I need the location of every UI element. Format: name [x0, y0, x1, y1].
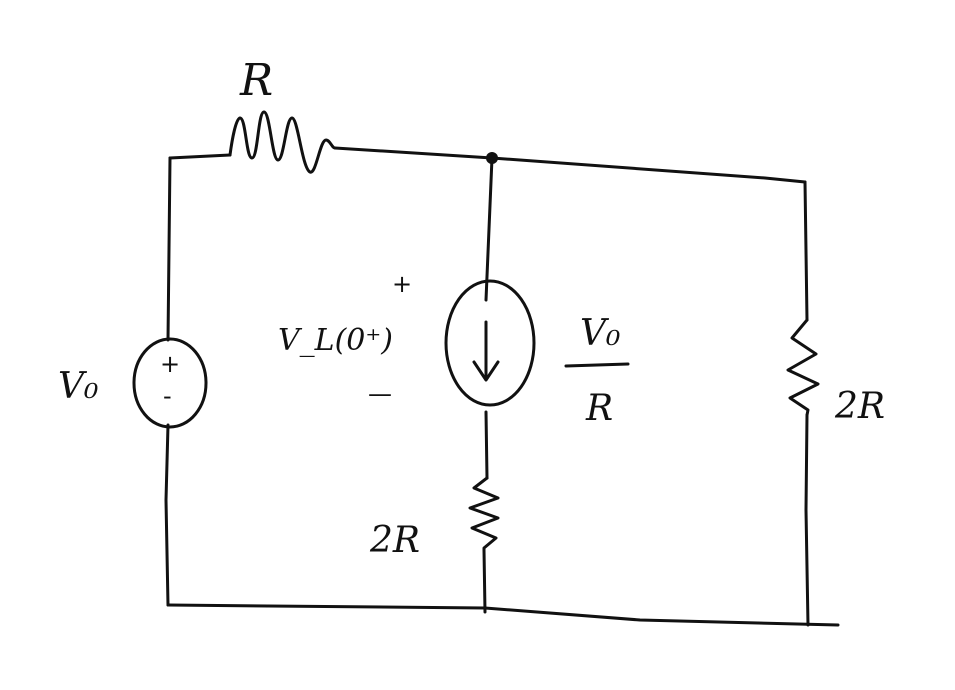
middle-wire-mid: [484, 410, 489, 480]
current-source-label: V₀ R: [564, 313, 630, 429]
right-wire-lower: [804, 413, 810, 627]
middle-resistor: [468, 476, 500, 552]
current-source-circle: [444, 279, 536, 407]
right-wire-upper: [803, 180, 809, 322]
voltage-source-minus: -: [163, 382, 172, 410]
middle-resistor-label: 2R: [369, 520, 420, 561]
right-resistor: [786, 318, 820, 417]
junction-node: [486, 152, 498, 164]
wires: [164, 146, 840, 627]
inductor-voltage-minus: —: [368, 380, 392, 408]
top-right-wire: [490, 156, 807, 184]
middle-wire-lower: [482, 548, 487, 614]
fraction-bar: [564, 362, 630, 368]
current-arrow-icon: [472, 320, 500, 382]
bottom-wire: [166, 603, 840, 627]
current-source: [444, 279, 536, 407]
inductor-voltage-plus: +: [392, 270, 412, 298]
right-resistor-label: 2R: [834, 386, 885, 427]
middle-wire-upper: [484, 156, 494, 302]
voltage-source-label: V₀: [58, 366, 98, 407]
inductor-voltage-label: V_L(0⁺): [278, 323, 393, 358]
top-resistor-label: R: [239, 55, 273, 106]
top-middle-wire: [333, 146, 494, 160]
top-resistor: [228, 110, 337, 174]
top-left-wire: [168, 153, 232, 160]
current-source-label-numerator: V₀: [580, 313, 620, 354]
left-wire-upper: [166, 156, 172, 342]
voltage-source: + -: [132, 337, 208, 429]
voltage-source-circle: [132, 337, 208, 429]
current-source-label-denominator: R: [585, 388, 613, 429]
left-wire-lower: [164, 423, 170, 607]
voltage-source-plus: +: [160, 350, 180, 378]
